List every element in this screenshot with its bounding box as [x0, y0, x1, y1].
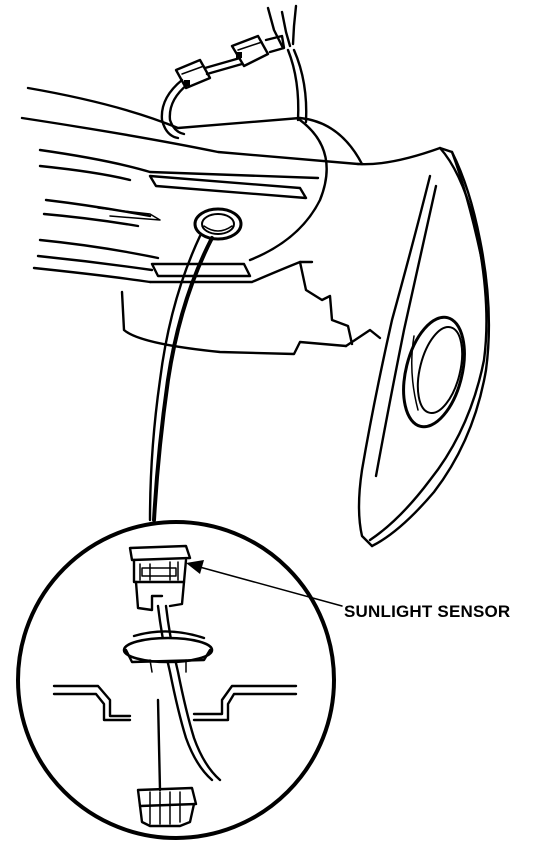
wire-harness: [160, 4, 308, 140]
dashboard-panel: [20, 86, 488, 356]
sensor-opening: [193, 207, 243, 241]
sensor-callout-arrow: [186, 560, 343, 607]
sensor-clip: [122, 630, 214, 673]
sensor-connector: [136, 786, 198, 828]
detail-circle: [16, 520, 336, 840]
detail-leader: [148, 234, 214, 522]
sunlight-sensor-part: [128, 544, 192, 612]
side-cover: [357, 146, 491, 548]
sunlight-sensor-label: SUNLIGHT SENSOR: [344, 602, 510, 621]
side-cover-hole: [402, 315, 466, 429]
wire-connector-lower: [174, 58, 212, 90]
wire-connector-upper: [230, 34, 286, 68]
panel-cross-section: [52, 684, 298, 722]
